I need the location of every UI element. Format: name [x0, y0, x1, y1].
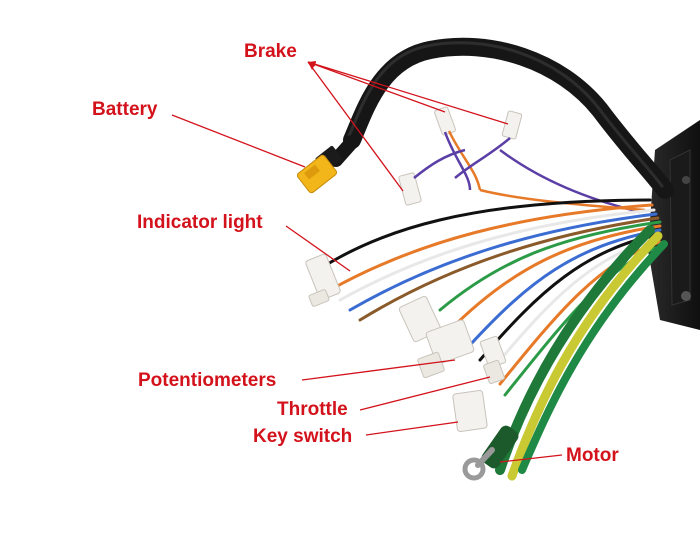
- key-switch-connector: [452, 389, 488, 433]
- battery-leader: [171, 114, 306, 168]
- label-motor: Motor: [566, 445, 619, 466]
- leader-lines: [171, 61, 563, 463]
- throttle-connector: [479, 335, 507, 385]
- label-throttle: Throttle: [277, 399, 348, 420]
- potentiometers-leader: [301, 359, 456, 381]
- indicator-connector: [305, 253, 341, 307]
- key-switch-leader: [365, 421, 459, 436]
- indicator-leader: [285, 225, 351, 272]
- brake-leader-3: [307, 61, 509, 125]
- label-indicator-light: Indicator light: [137, 212, 263, 233]
- label-brake: Brake: [244, 41, 297, 62]
- throttle-leader: [359, 376, 491, 411]
- label-potentiometers: Potentiometers: [138, 370, 277, 391]
- brake-connectors: [398, 106, 646, 214]
- label-key-switch: Key switch: [253, 426, 353, 447]
- potentiometer-connectors: [398, 295, 475, 379]
- brake-leader-1: [307, 61, 404, 192]
- label-battery: Battery: [92, 99, 158, 120]
- motor-ring-terminal: [462, 425, 519, 481]
- brake-arrowheads: [308, 61, 316, 70]
- battery-connector: [296, 135, 359, 194]
- motor-leader: [499, 454, 563, 463]
- controller-box: [648, 120, 700, 330]
- brake-leader-2: [307, 61, 446, 113]
